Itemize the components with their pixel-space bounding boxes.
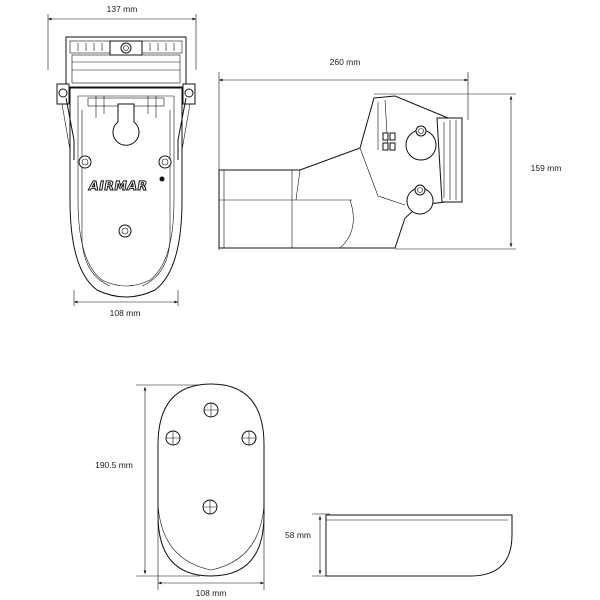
front-bolt-bottom — [118, 224, 132, 238]
side-pivot-lower — [406, 184, 434, 215]
side-block-view: 58 mm — [285, 513, 513, 577]
keyhole-slot — [112, 103, 140, 146]
bottom-view: 190.5 mm 108 mm — [95, 383, 265, 598]
dim-label-side-height: 159 mm — [531, 163, 562, 173]
front-bolt-left — [78, 155, 92, 169]
side-pivot-upper — [405, 125, 437, 161]
dim-label-top-width: 137 mm — [107, 4, 138, 14]
side-view: 260 mm 159 mm — [218, 57, 562, 250]
dim-label-bottom-width: 108 mm — [196, 588, 227, 598]
transducer-side-block — [325, 514, 513, 577]
bottom-bolt-top — [203, 402, 219, 418]
small-indicator-dot — [159, 176, 165, 182]
dim-label-block-height: 58 mm — [285, 530, 311, 540]
transducer-bottom-outline — [157, 383, 265, 577]
front-bolt-right — [158, 155, 172, 169]
bottom-bolt-lower — [202, 499, 218, 515]
mounting-bracket — [56, 36, 196, 105]
bottom-bolt-left — [165, 430, 181, 446]
dim-label-side-length: 260 mm — [330, 57, 361, 67]
bottom-bolt-right — [241, 430, 257, 446]
transducer-side-body — [218, 95, 463, 249]
transducer-front-body — [69, 87, 183, 298]
dim-label-front-bottom-width: 108 mm — [110, 308, 141, 318]
front-view: 137 mm — [47, 4, 197, 318]
dim-label-bottom-height: 190.5 mm — [95, 460, 133, 470]
airmar-logo: AIRMAR — [88, 178, 149, 193]
